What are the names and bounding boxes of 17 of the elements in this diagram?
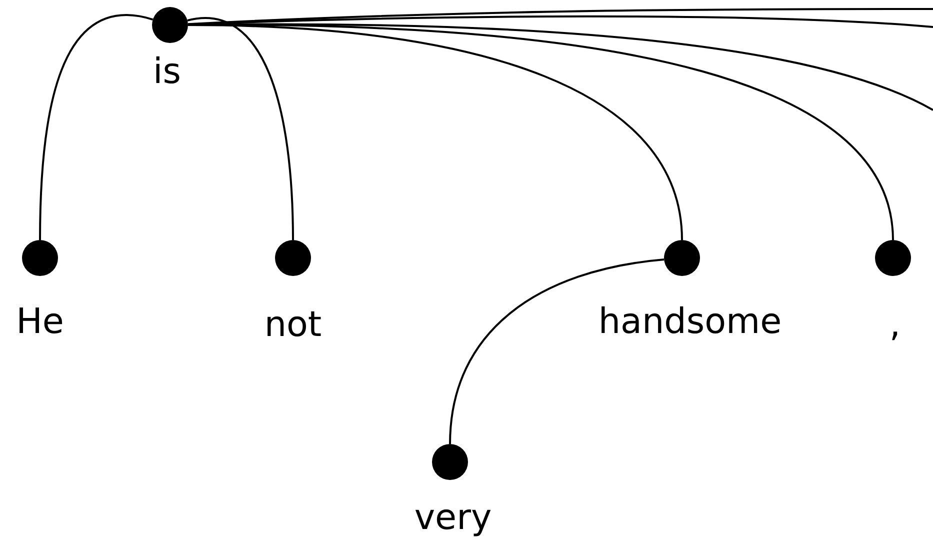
word-label: He [16, 302, 64, 342]
word-node [22, 240, 58, 276]
dependency-arc [188, 8, 933, 26]
word-node [275, 240, 311, 276]
word-label: very [414, 498, 492, 538]
word-node [875, 240, 911, 276]
dependency-arc [449, 258, 664, 444]
dependency-arc [39, 14, 154, 240]
word-node [664, 240, 700, 276]
word-label: , [889, 305, 901, 345]
dependency-arc [188, 15, 933, 28]
word-label: is [153, 52, 181, 92]
word-node [432, 444, 468, 480]
dependency-arc [187, 17, 294, 240]
word-label: handsome [598, 302, 782, 342]
word-node [152, 7, 188, 43]
word-label: not [264, 305, 322, 345]
